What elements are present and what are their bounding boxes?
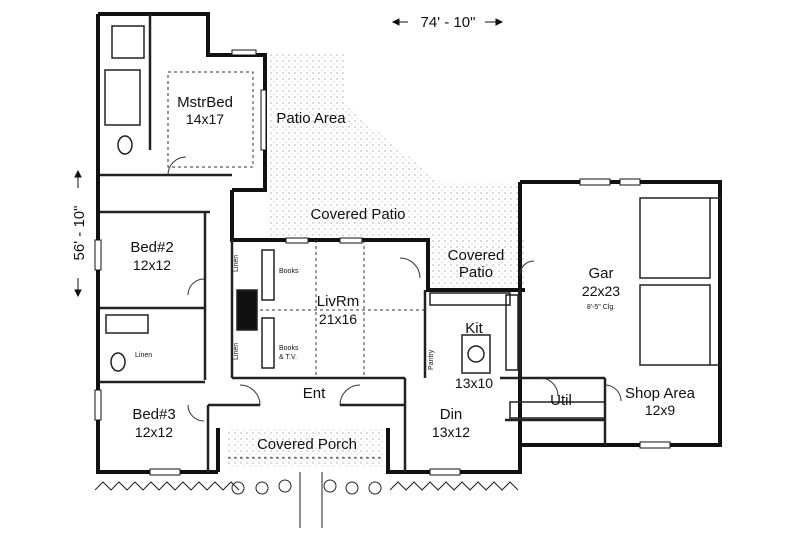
shrub-row-left (94, 481, 240, 491)
garage-name: Gar (588, 265, 613, 282)
window-gar-2 (619, 178, 641, 186)
side-patio-line2: Patio (459, 264, 493, 281)
window-din (429, 468, 461, 476)
shrub-2 (255, 481, 269, 495)
books-lower-label-2: & T.V. (279, 354, 297, 361)
kitchen-size: 13x10 (455, 375, 493, 391)
bed3-size: 12x12 (135, 424, 173, 440)
depth-dimension: 56' - 10" (71, 206, 88, 261)
depth-arrowhead-bottom (74, 289, 82, 298)
ceiling-lines (167, 71, 425, 459)
kitchen-name: Kit (465, 320, 483, 337)
books-lower-label-1: Books (279, 345, 299, 352)
exterior-walls (96, 12, 722, 474)
door-garage (519, 260, 535, 276)
dimension-arrows (74, 18, 504, 298)
dining-size: 13x12 (432, 424, 470, 440)
dining-name: Din (440, 406, 463, 423)
shrub-1 (231, 481, 245, 495)
door-patio (399, 257, 421, 279)
bed2-name: Bed#2 (130, 239, 173, 256)
width-arrowhead-right (495, 18, 504, 26)
covered-patio-name: Covered Patio (310, 206, 405, 223)
width-dimension: 74' - 10" (421, 14, 476, 31)
shop-name: Shop Area (625, 385, 696, 402)
garage-door-lower (639, 284, 711, 366)
master-tub (104, 69, 141, 126)
bath2-toilet (110, 352, 126, 372)
bookshelf-lower (261, 317, 275, 369)
side-covered-patio-surface (425, 240, 525, 290)
master-toilet (117, 135, 133, 155)
window-living-2 (339, 237, 363, 244)
linen-upper-label: Linen (233, 255, 240, 272)
covered-porch-surface (228, 428, 383, 468)
util-counter (509, 401, 606, 419)
door-master (167, 156, 187, 176)
door-bed3 (187, 404, 205, 422)
kitchen-island (461, 334, 491, 374)
door-shop (604, 384, 622, 402)
living-name: LivRm (317, 293, 360, 310)
bookshelf-upper (261, 249, 275, 301)
small-labels: Books Books & T.V. Linen Linen Linen Pan… (135, 255, 435, 370)
shrub-6 (368, 481, 382, 495)
shop-size: 12x9 (645, 402, 676, 418)
living-north-wall (230, 190, 525, 292)
entry-name: Ent (303, 385, 326, 402)
garage-wall (518, 180, 722, 455)
garage-door-upper (639, 197, 711, 279)
master-tray-ceiling (167, 71, 254, 168)
depth-arrowhead-top (74, 169, 82, 178)
bed3-name: Bed#3 (132, 406, 175, 423)
patio-area-surface (268, 52, 440, 182)
kitchen-counter-north (429, 292, 511, 306)
window-master-1 (231, 49, 257, 56)
door-entry-right (339, 384, 361, 406)
shrub-4 (323, 479, 337, 493)
garage-ceiling-note: 8'-5" Clg. (587, 304, 615, 311)
width-arrowhead-left (391, 18, 400, 26)
window-living-1 (285, 237, 309, 244)
shrub-row-right (389, 481, 519, 491)
living-size: 21x16 (319, 311, 357, 327)
window-bed3 (94, 389, 102, 421)
window-gar-1 (579, 178, 611, 186)
linen-bath-label: Linen (135, 352, 152, 359)
covered-porch-name: Covered Porch (257, 436, 357, 453)
window-master-2 (260, 89, 267, 151)
room-labels: MstrBed 14x17 Patio Area Covered Patio C… (130, 94, 695, 453)
utility-name: Util (550, 392, 572, 409)
door-entry-left (239, 384, 261, 406)
door-swings (167, 156, 622, 422)
kitchen-island-sink (467, 345, 485, 363)
master-bed-size: 14x17 (186, 111, 224, 127)
bath2-tub (105, 314, 149, 334)
master-bed-name: MstrBed (177, 94, 233, 111)
door-bed2 (187, 278, 205, 296)
window-shop (639, 441, 671, 449)
kitchen-counter-east (505, 294, 519, 371)
patio-area-name: Patio Area (276, 110, 346, 127)
fireplace (236, 289, 258, 331)
window-bed2 (94, 239, 102, 271)
garage-size: 22x23 (582, 283, 620, 299)
patio-surfaces (228, 52, 525, 468)
bed2-size: 12x12 (133, 257, 171, 273)
master-shower (111, 25, 145, 59)
shrub-5 (345, 481, 359, 495)
garage-doors (639, 197, 722, 366)
windows (94, 49, 671, 476)
window-bed3-south (149, 468, 181, 476)
linen-lower-label: Linen (233, 343, 240, 360)
shrub-3 (278, 479, 292, 493)
pantry-label: Pantry (428, 349, 435, 370)
covered-patio-surface (268, 182, 520, 245)
side-patio-line1: Covered (448, 247, 505, 264)
fixtures (104, 25, 606, 419)
door-util (539, 377, 559, 397)
landscaping (94, 472, 519, 528)
books-upper-label: Books (279, 268, 299, 275)
